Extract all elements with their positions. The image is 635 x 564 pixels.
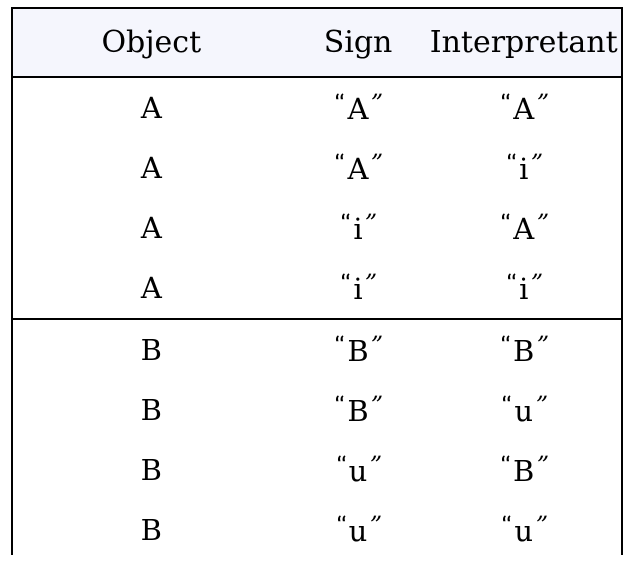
table-row: B“u”“u” — [13, 500, 621, 560]
close-quote-mark: ” — [530, 511, 549, 540]
cell-sign: “u” — [289, 500, 427, 560]
cell-interpretant: “A” — [426, 77, 621, 138]
close-quote-mark: ” — [364, 511, 384, 540]
cell-interpretant: “i” — [426, 138, 621, 198]
cell-interpretant: “A” — [426, 198, 621, 258]
table-body: A“A”“A”A“A”“i”A“i”“A”A“i”“i”B“B”“B”B“B”“… — [13, 77, 621, 560]
quoted-glyph: i — [519, 271, 529, 306]
close-quote-mark: ” — [365, 331, 385, 360]
cell-object: B — [13, 380, 290, 440]
column-header-sign: Sign — [289, 9, 427, 78]
quoted-glyph: A — [347, 91, 369, 126]
cell-sign: “A” — [289, 138, 427, 198]
cell-interpretant: “i” — [426, 258, 621, 319]
column-header-interpretant: Interpretant — [426, 9, 621, 78]
close-quote-mark: ” — [531, 451, 551, 480]
cell-object: A — [13, 77, 290, 138]
table-row: A“i”“A” — [13, 198, 621, 258]
cell-object: A — [13, 198, 290, 258]
cell-interpretant: “u” — [426, 380, 621, 440]
close-quote-mark: ” — [525, 269, 545, 298]
table-row: B“u”“B” — [13, 440, 621, 500]
quoted-glyph: u — [348, 453, 368, 488]
quoted-glyph: u — [514, 393, 534, 428]
close-quote-mark: ” — [359, 209, 379, 238]
close-quote-mark: ” — [530, 391, 549, 420]
cell-interpretant: “u” — [426, 500, 621, 560]
cell-object: B — [13, 440, 290, 500]
cell-interpretant: “B” — [426, 440, 621, 500]
quoted-glyph: A — [513, 91, 535, 126]
close-quote-mark: ” — [531, 331, 551, 360]
quoted-glyph: B — [347, 393, 369, 428]
table-row: B“B”“B” — [13, 318, 621, 380]
close-quote-mark: ” — [359, 269, 379, 298]
cell-sign: “i” — [289, 198, 427, 258]
quoted-glyph: i — [353, 211, 363, 246]
table-row: B“B”“u” — [13, 380, 621, 440]
cell-sign: “A” — [289, 77, 427, 138]
table-container: Object Sign Interpretant A“A”“A”A“A”“i”A… — [11, 7, 623, 560]
close-quote-mark: ” — [525, 149, 545, 178]
column-header-object: Object — [13, 9, 290, 78]
close-quote-mark: ” — [364, 451, 384, 480]
quoted-glyph: B — [513, 453, 535, 488]
table-row: A“i”“i” — [13, 258, 621, 319]
semiotic-triad-table: Object Sign Interpretant A“A”“A”A“A”“i”A… — [13, 9, 621, 560]
close-quote-mark: ” — [531, 209, 551, 238]
cell-object: A — [13, 258, 290, 319]
cell-sign: “u” — [289, 440, 427, 500]
quoted-glyph: B — [347, 333, 369, 368]
cell-interpretant: “B” — [426, 318, 621, 380]
quoted-glyph: i — [519, 151, 529, 186]
quoted-glyph: B — [513, 333, 535, 368]
close-quote-mark: ” — [365, 391, 385, 420]
quoted-glyph: i — [353, 271, 363, 306]
close-quote-mark: ” — [531, 89, 551, 118]
table-row: A“A”“A” — [13, 77, 621, 138]
cell-object: A — [13, 138, 290, 198]
table-header: Object Sign Interpretant — [13, 9, 621, 78]
quoted-glyph: A — [513, 211, 535, 246]
cell-object: B — [13, 500, 290, 560]
table-row: A“A”“i” — [13, 138, 621, 198]
quoted-glyph: u — [514, 513, 534, 548]
cell-sign: “B” — [289, 318, 427, 380]
cell-sign: “i” — [289, 258, 427, 319]
cell-sign: “B” — [289, 380, 427, 440]
quoted-glyph: A — [347, 151, 369, 186]
quoted-glyph: u — [348, 513, 368, 548]
header-row: Object Sign Interpretant — [13, 9, 621, 78]
cell-object: B — [13, 318, 290, 380]
